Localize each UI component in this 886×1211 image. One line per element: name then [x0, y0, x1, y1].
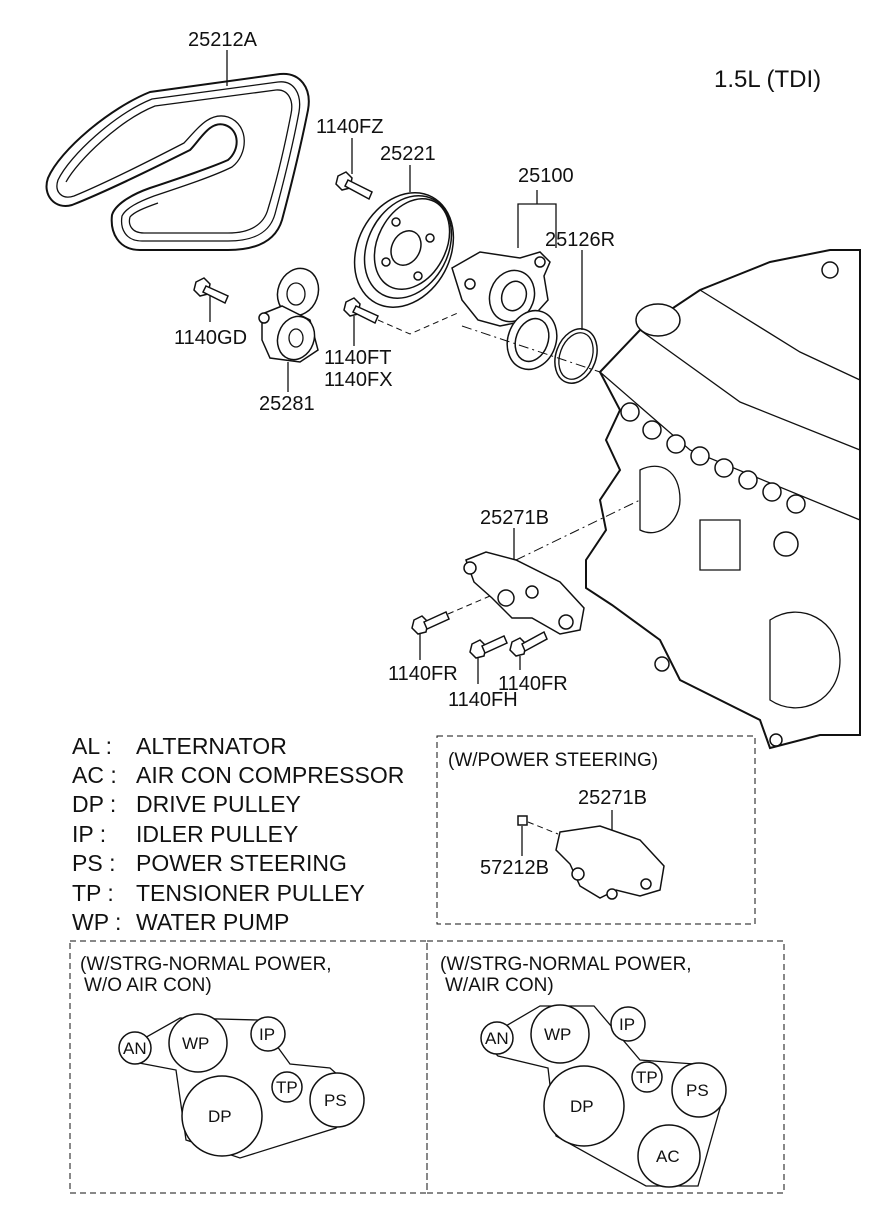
gasket-25126r-part[interactable]: [548, 323, 605, 389]
legend-name-tp: TENSIONER PULLEY: [136, 880, 365, 906]
label-bolt-1140fx: 1140FX: [324, 369, 393, 391]
no-ac-pulley-ip: IP: [259, 1025, 275, 1044]
bracket-25271b-part[interactable]: [463, 551, 585, 635]
bolt-1140fr-left-part[interactable]: [411, 611, 450, 635]
legend-abbr-ps: PS :: [72, 850, 115, 876]
ac-pulley-ps: PS: [686, 1081, 709, 1100]
legend-name-dp: DRIVE PULLEY: [136, 791, 301, 817]
label-belt: 25212A: [188, 29, 258, 51]
ps-bracket-label: 25271B: [578, 787, 647, 809]
belt-layout-no-ac: (W/STRG-NORMAL POWER, W/O AIR CON) AN WP…: [69, 940, 428, 1194]
legend-abbr-ac: AC :: [72, 762, 117, 788]
power-steering-title: (W/POWER STEERING): [448, 750, 658, 771]
no-ac-pulley-dp: DP: [208, 1107, 232, 1126]
legend-abbr-al: AL :: [72, 733, 112, 759]
legend-abbr-tp: TP :: [72, 880, 114, 906]
legend-abbr-dp: DP :: [72, 791, 116, 817]
label-pulley-25221: 25221: [380, 143, 436, 165]
legend-name-ac: AIR CON COMPRESSOR: [136, 762, 404, 788]
legend: AL : ALTERNATOR AC : AIR CON COMPRESSOR …: [72, 733, 404, 935]
ac-pulley-ip: IP: [619, 1015, 635, 1034]
ps-plug-part[interactable]: [517, 815, 528, 826]
ac-title-line2: W/AIR CON): [445, 975, 554, 996]
label-gasket-25126r: 25126R: [545, 229, 615, 251]
label-bolt-1140ft: 1140FT: [324, 347, 391, 369]
tensioner-pulley-part[interactable]: [258, 263, 325, 365]
drive-belt-part[interactable]: [45, 72, 310, 251]
label-bolt-1140fr-right: 1140FR: [498, 673, 568, 695]
legend-name-al: ALTERNATOR: [136, 733, 287, 759]
ac-pulley-dp: DP: [570, 1097, 594, 1116]
water-pump-pulley-part[interactable]: [335, 175, 473, 324]
belt-layout-with-ac: (W/STRG-NORMAL POWER, W/AIR CON) AN WP I…: [426, 940, 785, 1194]
ps-plug-label: 57212B: [480, 857, 549, 879]
label-bolt-1140gd: 1140GD: [174, 327, 247, 349]
ac-pulley-ac: AC: [656, 1147, 680, 1166]
bolt-1140gd-part[interactable]: [193, 277, 229, 305]
ac-title-line1: (W/STRG-NORMAL POWER,: [440, 954, 692, 975]
no-ac-pulley-wp: WP: [182, 1034, 209, 1053]
label-bolt-1140fz: 1140FZ: [316, 116, 383, 138]
label-tensioner-25281: 25281: [259, 393, 315, 415]
label-bolt-1140fh: 1140FH: [448, 689, 518, 711]
engine-block: [585, 249, 861, 750]
legend-abbr-wp: WP :: [72, 909, 121, 935]
legend-abbr-ip: IP :: [72, 821, 106, 847]
no-ac-pulley-ps: PS: [324, 1091, 347, 1110]
water-pump-part[interactable]: [451, 251, 565, 376]
no-ac-title-line1: (W/STRG-NORMAL POWER,: [80, 954, 332, 975]
ac-pulley-an: AN: [485, 1029, 509, 1048]
engine-label: 1.5L (TDI): [714, 66, 821, 93]
bolt-1140fr-right-part[interactable]: [509, 630, 548, 657]
no-ac-title-line2: W/O AIR CON): [84, 975, 212, 996]
no-ac-pulley-an: AN: [123, 1039, 147, 1058]
no-ac-pulley-tp: TP: [276, 1078, 298, 1097]
label-water-pump-25100: 25100: [518, 165, 574, 187]
label-bolt-1140fr-left: 1140FR: [388, 663, 458, 685]
legend-name-ps: POWER STEERING: [136, 850, 347, 876]
power-steering-box: (W/POWER STEERING) 25271B 57212B: [436, 735, 756, 925]
ac-pulley-tp: TP: [636, 1068, 658, 1087]
label-bracket-25271b: 25271B: [480, 507, 549, 529]
bolt-1140fz-part[interactable]: [335, 171, 373, 201]
legend-name-ip: IDLER PULLEY: [136, 821, 298, 847]
bolt-1140ft-part[interactable]: [343, 297, 379, 325]
legend-name-wp: WATER PUMP: [136, 909, 289, 935]
ac-pulley-wp: WP: [544, 1025, 571, 1044]
bolt-1140fh-part[interactable]: [469, 635, 508, 659]
ps-bracket-part[interactable]: [555, 825, 665, 900]
